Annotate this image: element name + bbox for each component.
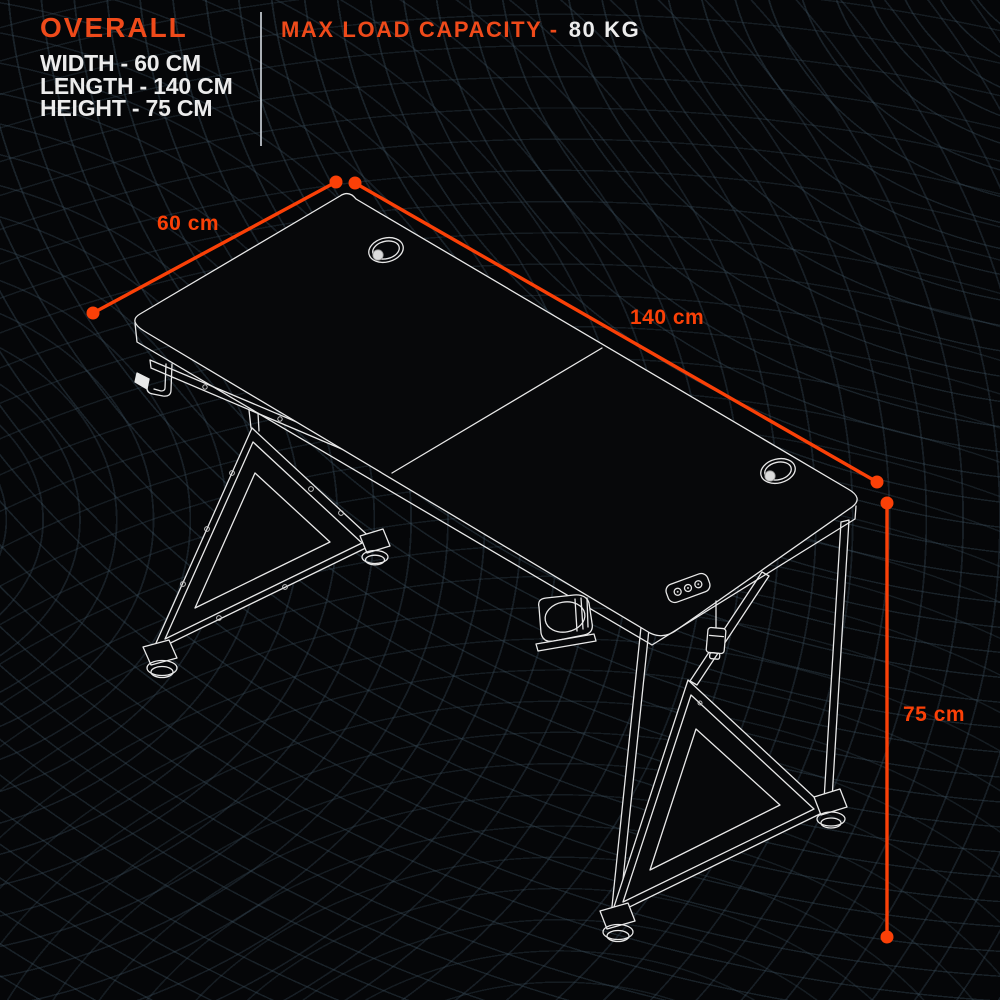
grommet-right — [760, 457, 796, 485]
desk-top — [134, 192, 858, 646]
control-panel — [665, 572, 711, 604]
desk-seam — [391, 347, 603, 474]
max-load-label: MAX LOAD CAPACITY - — [281, 17, 559, 42]
length-dimension-line — [348, 176, 884, 489]
height-dimension-line — [880, 496, 894, 944]
overall-title: OVERALL — [40, 12, 188, 43]
usb-cable — [705, 600, 727, 660]
width-dimension-label: 60 cm — [157, 212, 220, 235]
header-divider — [260, 12, 262, 146]
cup-holder — [535, 594, 597, 652]
spec-length: LENGTH - 140 CM — [40, 72, 233, 99]
right-leg — [599, 519, 850, 943]
width-dimension-line — [86, 175, 343, 320]
grommet-left — [368, 236, 404, 264]
spec-height: HEIGHT - 75 CM — [40, 95, 213, 121]
headphone-hook — [134, 363, 173, 397]
max-load-value: 80 KG — [568, 17, 641, 42]
overall-specs-block: OVERALL WIDTH - 60 CM LENGTH - 140 CM HE… — [40, 13, 233, 120]
max-load-block: MAX LOAD CAPACITY - 80 KG — [281, 17, 640, 43]
length-dimension-label: 140 cm — [630, 306, 705, 329]
height-dimension-label: 75 cm — [903, 703, 966, 726]
spec-width: WIDTH - 60 CM — [40, 50, 201, 76]
left-leg — [142, 359, 391, 679]
